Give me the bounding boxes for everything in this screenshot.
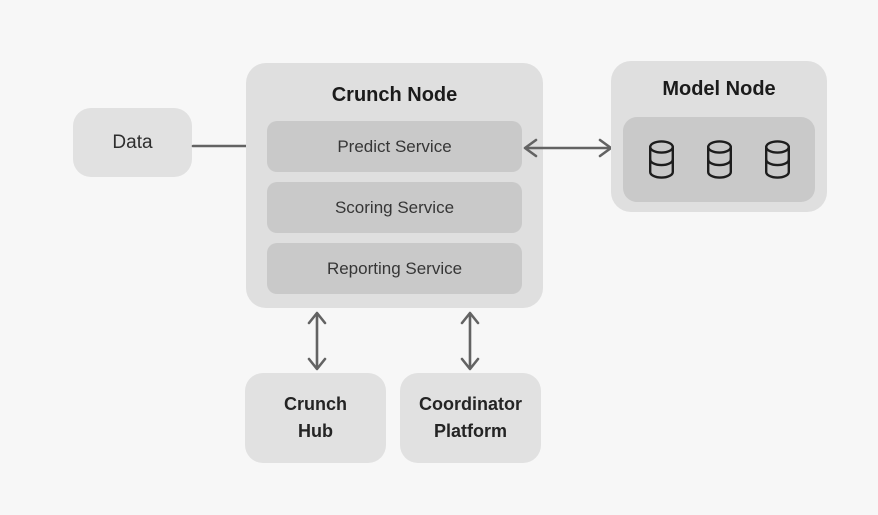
database-icon: [705, 140, 734, 179]
predict-service-box: Predict Service: [267, 121, 522, 172]
data-node: Data: [73, 108, 192, 177]
database-icon: [647, 140, 676, 179]
crunch-node-container: Crunch Node Predict Service Scoring Serv…: [246, 63, 543, 308]
coordinator-platform-node: Coordinator Platform: [400, 373, 541, 463]
reporting-service-label: Reporting Service: [326, 258, 463, 278]
crunch-hub-label: Crunch Hub: [284, 394, 347, 441]
scoring-service-box: Scoring Service: [267, 182, 522, 233]
arrow-crunch-node-to-coordinator-platform: [460, 311, 480, 371]
data-node-label: Data: [112, 131, 153, 153]
scoring-service-label: Scoring Service: [334, 197, 455, 217]
predict-service-label: Predict Service: [337, 136, 452, 156]
model-node-container: Model Node: [611, 61, 827, 212]
crunch-hub-node: Crunch Hub: [245, 373, 386, 463]
coordinator-platform-label: Coordinator Platform: [419, 394, 522, 441]
model-node-title: Model Node: [662, 78, 776, 100]
model-node-inner-box: [623, 117, 815, 202]
reporting-service-box: Reporting Service: [267, 243, 522, 294]
database-icon: [763, 140, 792, 179]
crunch-node-title: Crunch Node: [331, 84, 458, 106]
arrow-predict-service-to-model-node: [523, 138, 613, 158]
arrow-crunch-node-to-crunch-hub: [307, 311, 327, 371]
